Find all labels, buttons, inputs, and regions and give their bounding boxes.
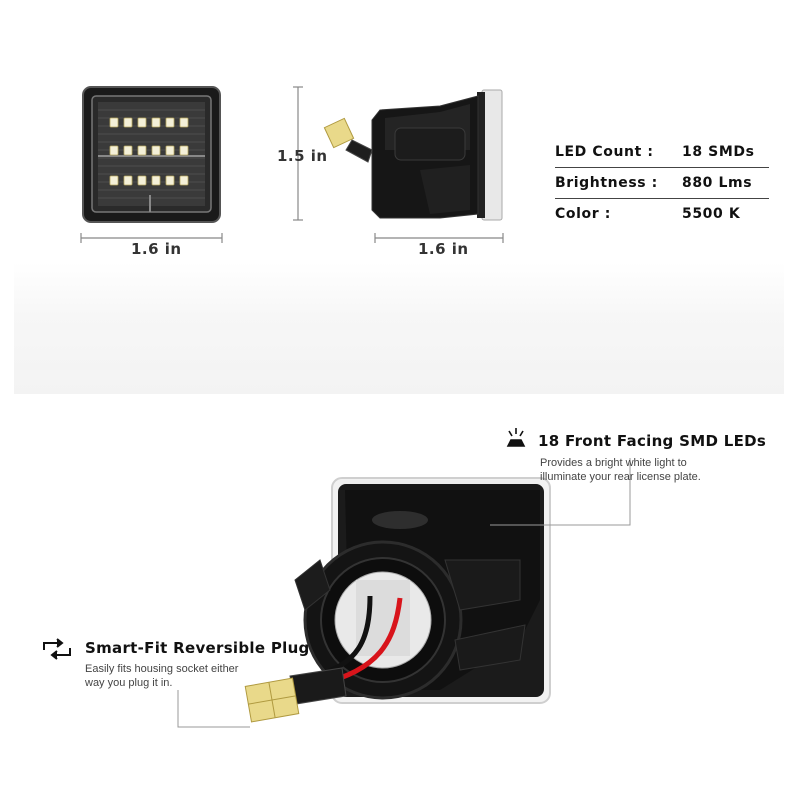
spec-row-led-count: LED Count : 18 SMDs [555, 137, 769, 167]
led-callout-leader [490, 458, 631, 526]
led-callout-line-2: illuminate your rear license plate. [540, 471, 701, 483]
rear-view-lamp [244, 477, 551, 723]
plug-callout-line-2: way you plug it in. [85, 677, 173, 689]
plug-callout-title: Smart-Fit Reversible Plug [85, 639, 310, 657]
side-height-label: 1.5 in [277, 147, 328, 165]
spec-value: 18 SMDs [682, 144, 755, 160]
side-view-lamp [323, 89, 503, 221]
spec-value: 880 Lms [682, 175, 753, 191]
front-width-dimension-line [80, 233, 223, 243]
plug-callout-line-1: Easily fits housing socket either [85, 663, 239, 675]
spec-value: 5500 K [682, 206, 741, 222]
spec-table: LED Count : 18 SMDs Brightness : 880 Lms… [555, 137, 769, 229]
spec-key: Color : [555, 206, 611, 222]
front-view-lamp [82, 86, 221, 223]
light-beam-icon [506, 428, 526, 447]
spec-row-brightness: Brightness : 880 Lms [555, 167, 769, 198]
spec-row-color: Color : 5500 K [555, 198, 769, 229]
spec-key: LED Count : [555, 144, 654, 160]
side-width-dimension-line [374, 233, 504, 243]
background-shading [14, 262, 784, 394]
front-width-label: 1.6 in [131, 240, 182, 258]
side-height-dimension-line [293, 86, 303, 221]
led-callout-title: 18 Front Facing SMD LEDs [538, 432, 767, 450]
reversible-arrows-icon [43, 638, 71, 660]
side-width-label: 1.6 in [418, 240, 469, 258]
led-callout-line-1: Provides a bright white light to [540, 457, 687, 469]
spec-key: Brightness : [555, 175, 658, 191]
plug-callout-leader [177, 690, 250, 728]
led-callout-description: Provides a bright white light to illumin… [540, 456, 701, 484]
plug-callout-description: Easily fits housing socket either way yo… [85, 662, 238, 690]
